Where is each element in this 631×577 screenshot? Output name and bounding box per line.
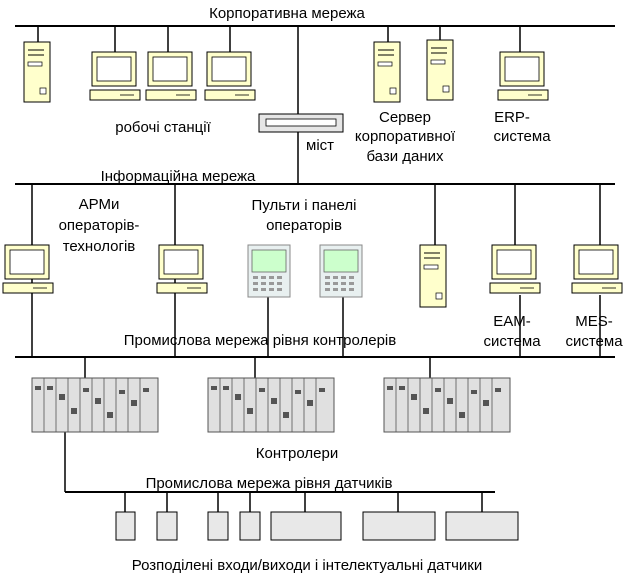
workstations-label: робочі станції <box>115 119 211 136</box>
controller-network-label: Промислова мережа рівня контролерів <box>124 332 397 349</box>
panels-label-line1: Пульти і панелі <box>252 197 357 214</box>
io-module <box>156 511 178 541</box>
controller-icon <box>383 377 511 433</box>
erp-label-line1: ERP- <box>494 109 530 126</box>
information-network-label: Інформаційна мережа <box>101 168 256 185</box>
server-icon <box>23 41 51 103</box>
controllers-label: Контролери <box>256 445 338 462</box>
corporate-drops <box>37 26 521 184</box>
io-module <box>445 511 519 541</box>
server-icon <box>426 39 454 101</box>
bridge-label: міст <box>306 137 334 154</box>
mes-label-line1: MES- <box>575 313 613 330</box>
operator-panel-icon <box>247 244 291 298</box>
io-module <box>115 511 136 541</box>
corp-db-server-label-line3: бази даних <box>366 148 444 165</box>
arm-label-line1: АРМи <box>79 196 120 213</box>
arm-label-line2: операторів- <box>59 217 140 234</box>
corporate-network-label: Корпоративна мережа <box>209 5 365 22</box>
controller-icon <box>31 377 159 433</box>
computer-icon <box>2 244 54 294</box>
io-modules <box>115 511 519 541</box>
controller-icon <box>207 377 335 433</box>
computer-icon <box>145 51 197 101</box>
computer-icon <box>489 244 541 294</box>
computer-icon <box>204 51 256 101</box>
bridge-icon <box>258 113 344 133</box>
sensor-network-label: Промислова мережа рівня датчиків <box>146 475 393 492</box>
eam-label-line1: EAM- <box>493 313 531 330</box>
io-module <box>270 511 342 541</box>
controller-drops <box>64 357 431 492</box>
mes-label-line2: система <box>565 333 623 350</box>
computer-icon <box>89 51 141 101</box>
computer-icon <box>497 51 549 101</box>
io-module <box>207 511 229 541</box>
computer-icon <box>156 244 208 294</box>
server-icon <box>419 244 447 308</box>
io-module <box>239 511 261 541</box>
operator-panel-icon <box>319 244 363 298</box>
computer-icon <box>571 244 623 294</box>
erp-label-line2: система <box>493 128 551 145</box>
eam-label-line2: система <box>483 333 541 350</box>
arm-label-line3: технологів <box>63 238 136 255</box>
corp-db-server-label-line1: Сервер <box>379 109 431 126</box>
corp-db-server-label-line2: корпоративної <box>355 128 456 145</box>
server-icon <box>373 41 401 103</box>
io-module <box>362 511 436 541</box>
sensor-drops <box>124 492 483 512</box>
distributed-io-label: Розподілені входи/виходи і інтелектуальн… <box>132 557 482 574</box>
panels-label-line2: операторів <box>266 217 342 234</box>
